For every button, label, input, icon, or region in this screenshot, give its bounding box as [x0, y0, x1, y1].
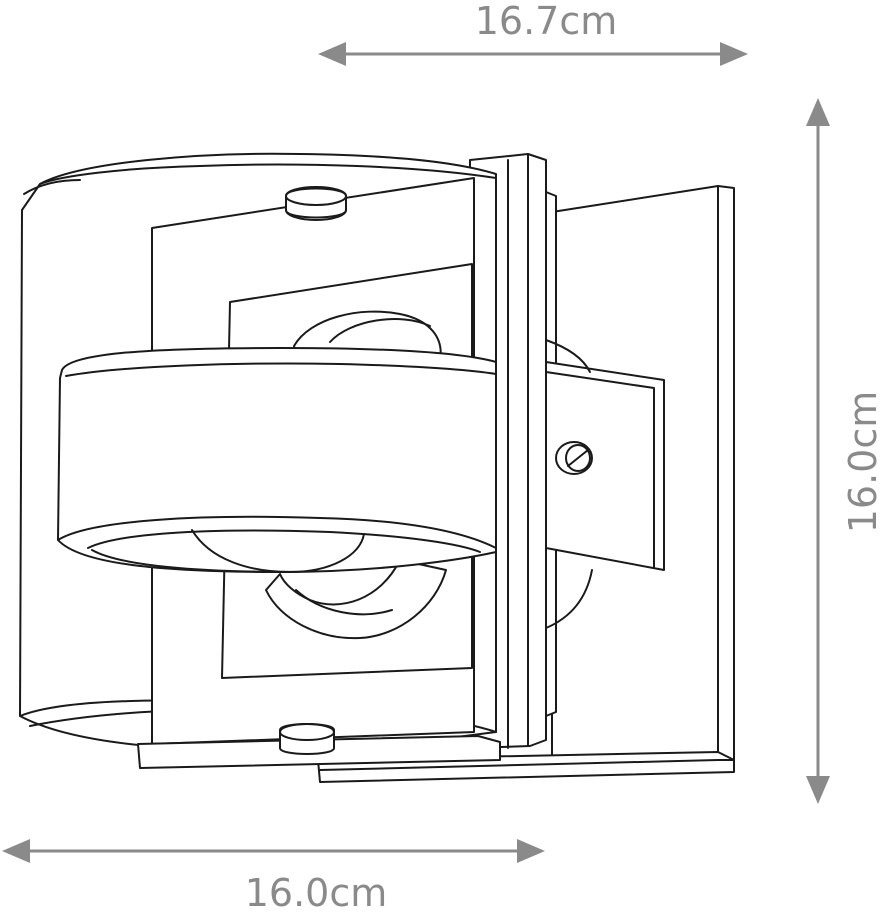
- height-label: 16.0cm: [841, 391, 881, 534]
- height-arrow-top-head: [806, 98, 830, 126]
- adjustment-screw: [555, 441, 593, 475]
- bottom-width-arrow-left-head: [2, 839, 30, 863]
- bottom-width-label: 16.0cm: [245, 871, 388, 914]
- bottom-knob: [137, 723, 501, 769]
- height-dimension: 16.0cm: [806, 98, 881, 804]
- bottom-width-arrow-right-head: [517, 839, 545, 863]
- top-width-arrow-right-head: [720, 42, 748, 66]
- bottom-width-dimension: 16.0cm: [2, 839, 545, 914]
- front-band: [57, 347, 497, 573]
- side-bracket: [545, 339, 665, 629]
- top-width-label: 16.7cm: [475, 0, 618, 43]
- top-width-dimension: 16.7cm: [318, 0, 748, 66]
- top-knob: [285, 186, 347, 221]
- wall-light-illustration: [19, 152, 735, 783]
- top-width-arrow-left-head: [318, 42, 346, 66]
- height-arrow-bottom-head: [806, 776, 830, 804]
